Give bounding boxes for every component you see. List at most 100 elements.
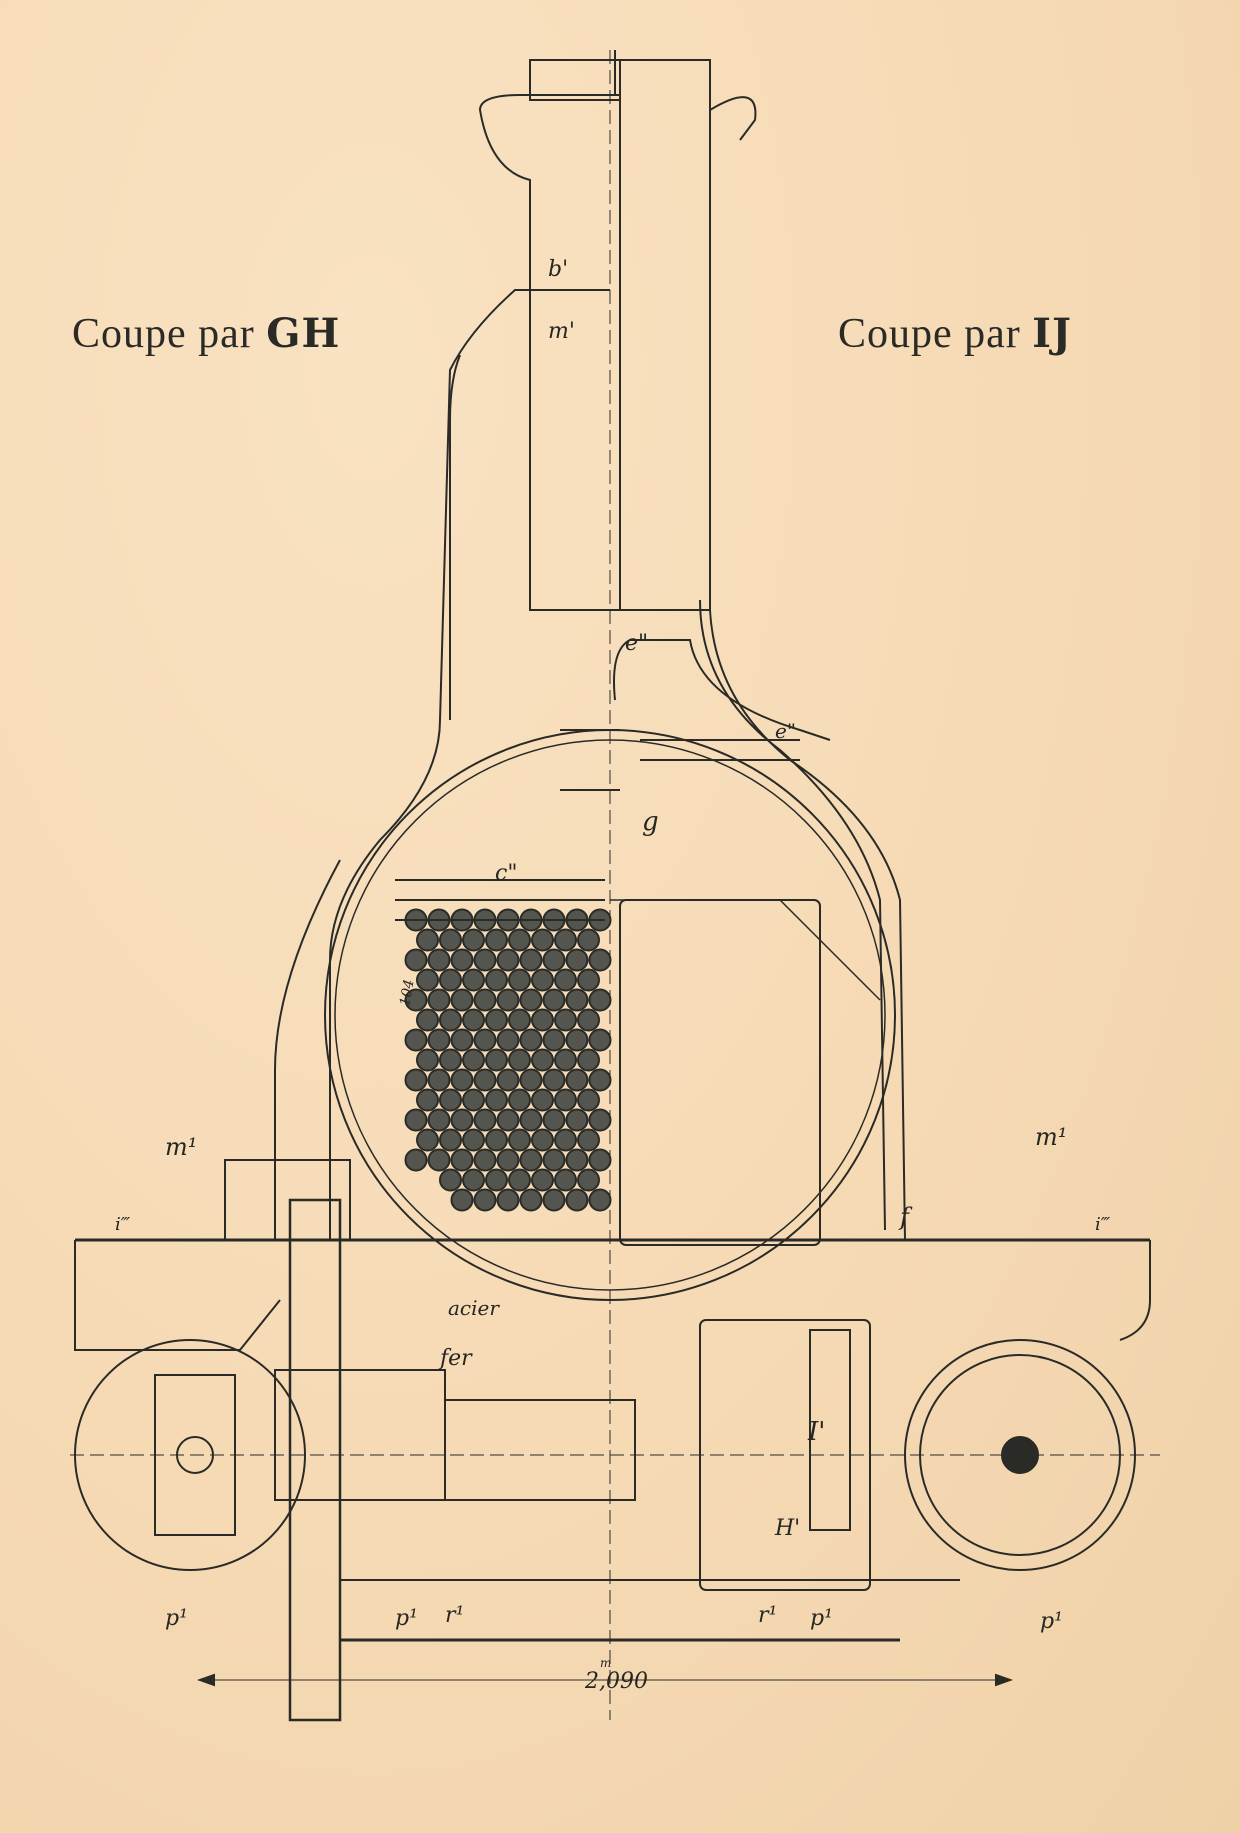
fire-tube bbox=[577, 1088, 600, 1112]
label-g: g bbox=[642, 807, 659, 837]
fire-tube bbox=[496, 1188, 520, 1212]
cylinder bbox=[699, 1319, 871, 1591]
fire-tube bbox=[554, 1008, 577, 1032]
fire-tube bbox=[462, 968, 485, 992]
label-f: f bbox=[898, 1203, 913, 1231]
fire-tube bbox=[473, 1148, 497, 1172]
fire-tube bbox=[485, 1168, 508, 1192]
fire-tube bbox=[404, 1108, 428, 1132]
fire-tube bbox=[462, 1048, 485, 1072]
fire-tube bbox=[588, 1188, 612, 1212]
fire-tube bbox=[450, 1188, 474, 1212]
fire-tube bbox=[588, 1068, 612, 1092]
label-c: c" bbox=[495, 861, 517, 886]
fire-tube bbox=[565, 948, 589, 972]
fire-tube bbox=[577, 928, 600, 952]
label-i-left: i‴ bbox=[115, 1214, 131, 1235]
label-b-prime: b' bbox=[548, 257, 568, 282]
label-m1-left: m¹ bbox=[165, 1133, 197, 1161]
fire-tube bbox=[588, 988, 612, 1012]
fire-tube bbox=[473, 1108, 497, 1132]
label-p1-b: p¹ bbox=[395, 1606, 418, 1631]
fire-tube bbox=[485, 968, 508, 992]
fire-tube bbox=[542, 1068, 566, 1092]
fire-tube bbox=[473, 1188, 497, 1212]
fire-tube bbox=[496, 988, 520, 1012]
fire-tube bbox=[565, 1188, 589, 1212]
fire-tube bbox=[508, 968, 531, 992]
fire-tube bbox=[508, 928, 531, 952]
fire-tube bbox=[462, 928, 485, 952]
section-title-ij: Coupe par IJ bbox=[838, 310, 1072, 358]
fire-tube bbox=[531, 1088, 554, 1112]
fire-tube bbox=[439, 928, 462, 952]
fire-tube bbox=[496, 1028, 520, 1052]
fire-tube bbox=[416, 1088, 439, 1112]
fire-tube bbox=[508, 1048, 531, 1072]
fire-tube bbox=[588, 1108, 612, 1132]
fire-tube bbox=[519, 1188, 543, 1212]
fire-tube bbox=[531, 1048, 554, 1072]
title-section: IJ bbox=[1032, 310, 1072, 357]
label-h-prime: H' bbox=[774, 1516, 800, 1541]
fire-tube bbox=[554, 1128, 577, 1152]
fire-tube bbox=[462, 1008, 485, 1032]
wheel-section bbox=[274, 1198, 636, 1722]
fire-tube bbox=[450, 1148, 474, 1172]
label-i-prime: I' bbox=[807, 1417, 825, 1447]
label-i-right: i‴ bbox=[1095, 1214, 1111, 1235]
fire-tube bbox=[565, 1148, 589, 1172]
fire-tube bbox=[485, 1008, 508, 1032]
fire-tube bbox=[588, 1148, 612, 1172]
fire-tube bbox=[531, 968, 554, 992]
dimension-unit: m bbox=[600, 1656, 611, 1670]
fire-tube bbox=[577, 968, 600, 992]
fire-tube bbox=[519, 1108, 543, 1132]
label-r1-b: r¹ bbox=[758, 1603, 777, 1628]
axle-box-left bbox=[74, 1339, 306, 1571]
fire-tube bbox=[577, 1168, 600, 1192]
fire-tube bbox=[519, 1068, 543, 1092]
label-m1-right: m¹ bbox=[1035, 1123, 1067, 1151]
label-fer: fer bbox=[438, 1346, 473, 1371]
axle-box-right bbox=[904, 1339, 1136, 1571]
fire-tube bbox=[473, 1028, 497, 1052]
fire-tube bbox=[427, 948, 451, 972]
fire-tube bbox=[416, 928, 439, 952]
fire-tube bbox=[439, 1008, 462, 1032]
label-tube-mark: 104 bbox=[397, 978, 417, 1007]
fire-tube bbox=[588, 1028, 612, 1052]
fire-tube bbox=[542, 1148, 566, 1172]
fire-tubes bbox=[404, 908, 612, 1212]
fire-tube bbox=[531, 1168, 554, 1192]
label-m-prime: m' bbox=[548, 319, 575, 344]
fire-tube bbox=[577, 1008, 600, 1032]
fire-tube bbox=[485, 1128, 508, 1152]
fire-tube bbox=[531, 1128, 554, 1152]
fire-tube bbox=[554, 1088, 577, 1112]
fire-tube bbox=[416, 968, 439, 992]
fire-tube bbox=[554, 968, 577, 992]
fire-tube bbox=[565, 1108, 589, 1132]
fire-tube bbox=[462, 1128, 485, 1152]
fire-tube bbox=[450, 1108, 474, 1132]
dimension-value: 2,090 bbox=[584, 1669, 648, 1694]
fire-tube bbox=[450, 988, 474, 1012]
fire-tube bbox=[565, 988, 589, 1012]
fire-tube bbox=[496, 1068, 520, 1092]
fire-tube bbox=[508, 1088, 531, 1112]
fire-tube bbox=[427, 1108, 451, 1132]
fire-tube bbox=[519, 1028, 543, 1052]
fire-tube bbox=[439, 1048, 462, 1072]
label-p1-d: p¹ bbox=[1040, 1609, 1063, 1634]
fire-tube bbox=[485, 928, 508, 952]
fire-tube bbox=[450, 948, 474, 972]
title-prefix: Coupe par bbox=[838, 311, 1021, 357]
fire-tube bbox=[496, 1148, 520, 1172]
fire-tube bbox=[427, 1028, 451, 1052]
fire-tube bbox=[554, 1048, 577, 1072]
fire-tube bbox=[462, 1168, 485, 1192]
fire-tube bbox=[485, 1088, 508, 1112]
title-section: GH bbox=[266, 310, 341, 357]
fire-tube bbox=[439, 1168, 462, 1192]
